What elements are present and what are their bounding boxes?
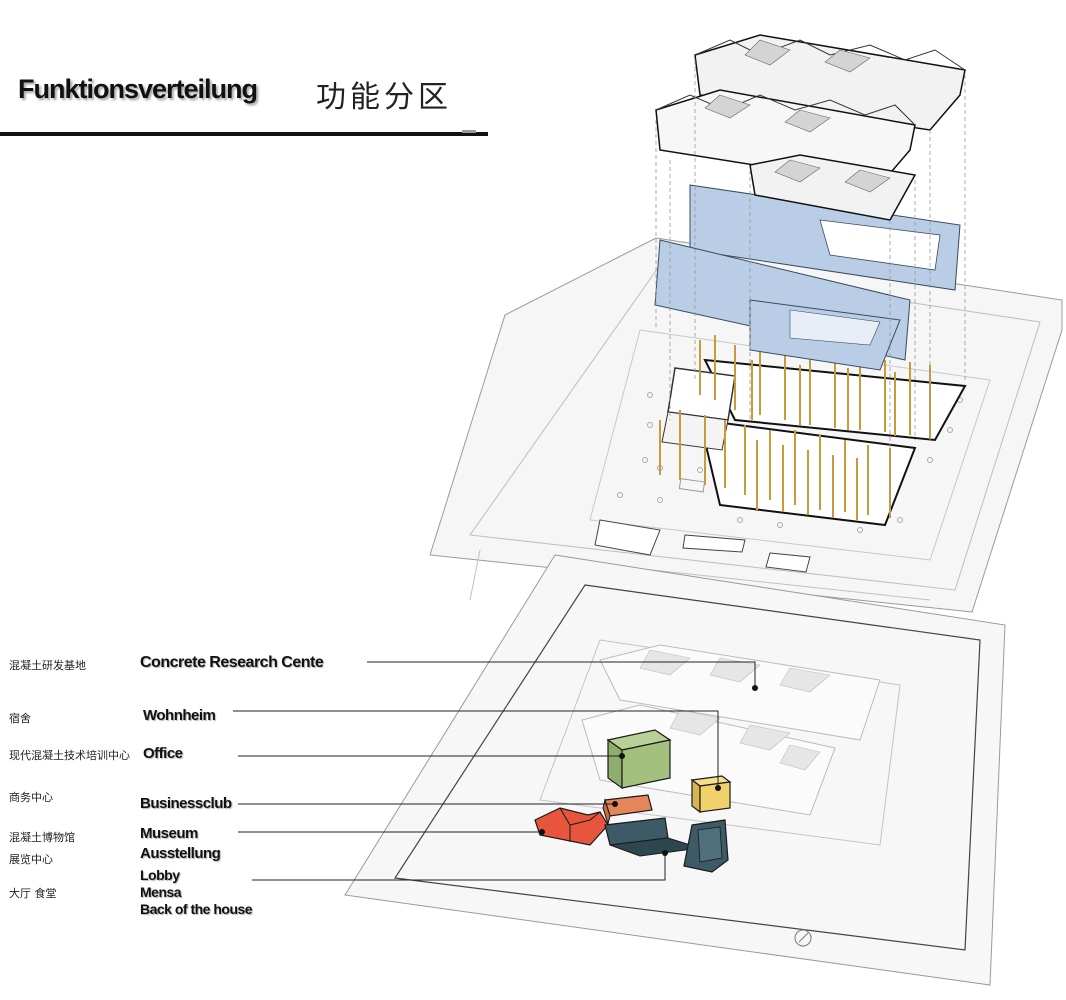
legend-cn-business: 商务中心 [9, 791, 53, 804]
projection-lines [655, 60, 966, 520]
legend-cn-exhibition: 展览中心 [9, 853, 53, 866]
legend-de-businessclub: Businessclub [140, 795, 232, 812]
title-cn: 功能分区 [316, 81, 452, 114]
ground-floor-columns-layer [659, 335, 967, 527]
title-rule-accent [462, 130, 476, 133]
legend-de-lobby: Lobby [140, 867, 180, 883]
glass-facade-layer [654, 184, 961, 371]
legend-de-research: Concrete Research Cente [140, 654, 324, 671]
lobby-block [604, 817, 729, 873]
roof-layer [655, 34, 966, 221]
legend-de-ausstellung: Ausstellung [140, 845, 221, 862]
legend-de-office: Office [143, 745, 183, 762]
title-rule [0, 132, 488, 136]
title-de: Funktionsverteilung [18, 74, 258, 104]
legend-cn-museum: 混凝土博物馆 [9, 831, 75, 844]
legend-cn-dormitory: 宿舍 [9, 712, 31, 725]
museum-block [534, 807, 609, 846]
structural-columns [659, 335, 931, 520]
function-blocks [534, 729, 732, 873]
legend-cn-lobby: 大厅 食堂 [9, 887, 57, 900]
office-block [606, 729, 672, 790]
legend-de-wohnheim: Wohnheim [143, 707, 216, 724]
legend-cn-training: 现代混凝土技术培训中心 [9, 749, 130, 762]
wohnheim-block [690, 775, 732, 814]
legend-de-museum: Museum [140, 825, 198, 842]
leader-dots [539, 685, 758, 856]
legend-de-mensa: Mensa [140, 884, 182, 900]
legend-de-back-of-house: Back of the house [140, 901, 253, 917]
leader-lines [233, 661, 756, 881]
legend-cn-research: 混凝土研发基地 [9, 659, 86, 672]
